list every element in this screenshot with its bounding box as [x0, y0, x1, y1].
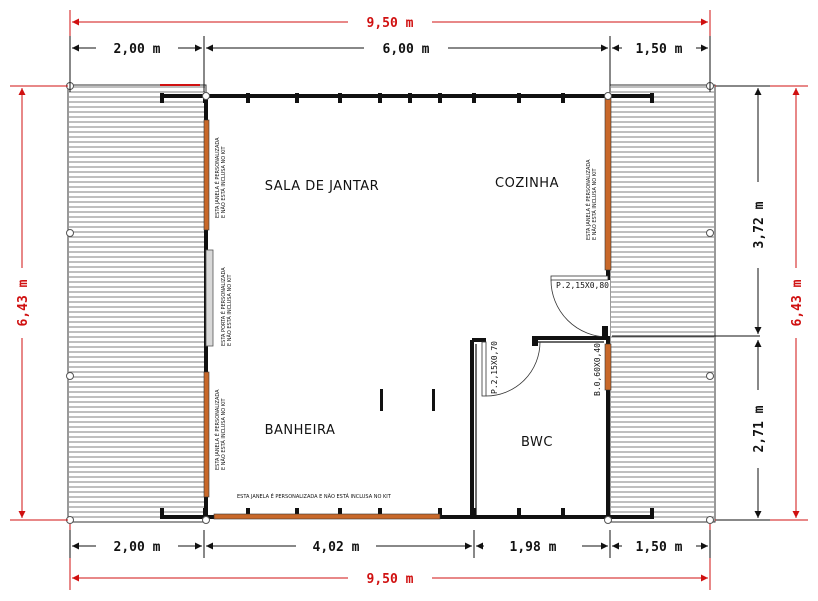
corner-marker: [202, 516, 210, 524]
dim-right-lower: 2,71 m: [752, 405, 767, 452]
corner-marker: [706, 372, 714, 380]
room-kitchen: COZINHA: [495, 176, 559, 191]
wall-post: [295, 508, 299, 518]
wall-post: [561, 93, 565, 103]
dim-black-lines: [69, 36, 770, 558]
wall-post: [246, 508, 250, 518]
note-window-left-lower: ESTA JANELA É PERSONALIZADA E NÃO ESTÁ I…: [213, 389, 227, 470]
note-window-kitchen: ESTA JANELA É PERSONALIZADA E NÃO ESTÁ I…: [584, 159, 598, 240]
wall-post: [203, 508, 207, 518]
note-window-left-upper: ESTA JANELA É PERSONALIZADA E NÃO ESTÁ I…: [213, 137, 227, 218]
wall-post: [606, 508, 610, 518]
dim-top-total: 9,50 m: [367, 16, 414, 31]
door-bath: [481, 341, 541, 397]
window-left-upper: [203, 119, 210, 231]
interior: [206, 93, 610, 518]
wall-post: [650, 508, 654, 518]
window-bottom: [213, 513, 441, 520]
door-left: [205, 249, 214, 347]
wall-post: [160, 508, 164, 518]
dim-top-left: 2,00 m: [114, 42, 161, 57]
door-kitchen: [550, 275, 609, 338]
room-dining: SALA DE JANTAR: [265, 179, 379, 194]
svg-text:E NÃO ESTÁ INCLUSA NO KIT: E NÃO ESTÁ INCLUSA NO KIT: [220, 397, 227, 470]
dim-left-height: 6,43 m: [16, 279, 31, 326]
wall-post: [246, 93, 250, 103]
corner-marker: [604, 92, 612, 100]
deck-right: [611, 86, 714, 518]
corner-marker: [66, 372, 74, 380]
wall-post: [517, 508, 521, 518]
corner-marker: [202, 92, 210, 100]
door-kitchen-label: P.2,15X0,80: [556, 281, 609, 290]
wall-post: [650, 93, 654, 103]
deck-right-border: [609, 84, 716, 523]
window-left-lower: [203, 371, 210, 498]
wall-post: [561, 508, 565, 518]
wall-post: [338, 93, 342, 103]
dim-bottom-mid2: 1,98 m: [510, 540, 557, 555]
dim-top-right: 1,50 m: [636, 42, 683, 57]
dim-right-height: 6,43 m: [790, 279, 805, 326]
corner-marker: [706, 516, 714, 524]
dim-bottom-left: 2,00 m: [114, 540, 161, 555]
svg-text:ESTA PORTA É PERSONALIZADA: ESTA PORTA É PERSONALIZADA: [219, 267, 227, 346]
wall-post: [160, 93, 164, 103]
corner-markers: [66, 82, 714, 524]
svg-text:ESTA JANELA É PERSONALIZADA: ESTA JANELA É PERSONALIZADA: [213, 137, 221, 218]
corner-marker: [604, 516, 612, 524]
wall-post: [438, 508, 442, 518]
wall-post: [338, 508, 342, 518]
door-bath-label: P.2,15X0,70: [490, 341, 499, 394]
window-kitchen: [604, 97, 612, 271]
wc-window-label: B.0,60X0,40: [593, 343, 602, 396]
deck-left-border: [67, 84, 207, 523]
wall-post: [438, 93, 442, 103]
wall-posts: [160, 93, 654, 518]
corner-marker: [706, 229, 714, 237]
svg-text:E NÃO ESTÁ INCLUSA NO KIT: E NÃO ESTÁ INCLUSA NO KIT: [226, 273, 233, 346]
wall-post: [378, 508, 382, 518]
bath-fixtures: [380, 389, 435, 411]
wc-fixtures: [532, 326, 608, 346]
note-window-bottom: ESTA JANELA É PERSONALIZADA E NÃO ESTÁ I…: [237, 492, 392, 500]
dim-bottom-mid1: 4,02 m: [313, 540, 360, 555]
corner-marker: [66, 229, 74, 237]
wall-post: [295, 93, 299, 103]
room-wc: BWC: [521, 435, 553, 450]
wall-post: [378, 93, 382, 103]
dim-bottom-total: 9,50 m: [367, 572, 414, 587]
wall-post: [408, 93, 412, 103]
window-wc: [604, 343, 612, 391]
room-bath: BANHEIRA: [265, 423, 336, 438]
svg-text:E NÃO ESTÁ INCLUSA NO KIT: E NÃO ESTÁ INCLUSA NO KIT: [591, 167, 598, 240]
dim-bottom-right: 1,50 m: [636, 540, 683, 555]
wall-post: [472, 93, 476, 103]
svg-text:E NÃO ESTÁ INCLUSA NO KIT: E NÃO ESTÁ INCLUSA NO KIT: [220, 145, 227, 218]
svg-text:ESTA JANELA É PERSONALIZADA: ESTA JANELA É PERSONALIZADA: [584, 159, 592, 240]
dim-right-upper: 3,72 m: [752, 201, 767, 248]
wall-post: [472, 508, 476, 518]
svg-text:ESTA JANELA É PERSONALIZADA: ESTA JANELA É PERSONALIZADA: [213, 389, 221, 470]
deck-left: [69, 86, 205, 518]
wall-post: [517, 93, 521, 103]
note-door-left: ESTA PORTA É PERSONALIZADA E NÃO ESTÁ IN…: [219, 267, 233, 346]
dim-top-mid: 6,00 m: [383, 42, 430, 57]
